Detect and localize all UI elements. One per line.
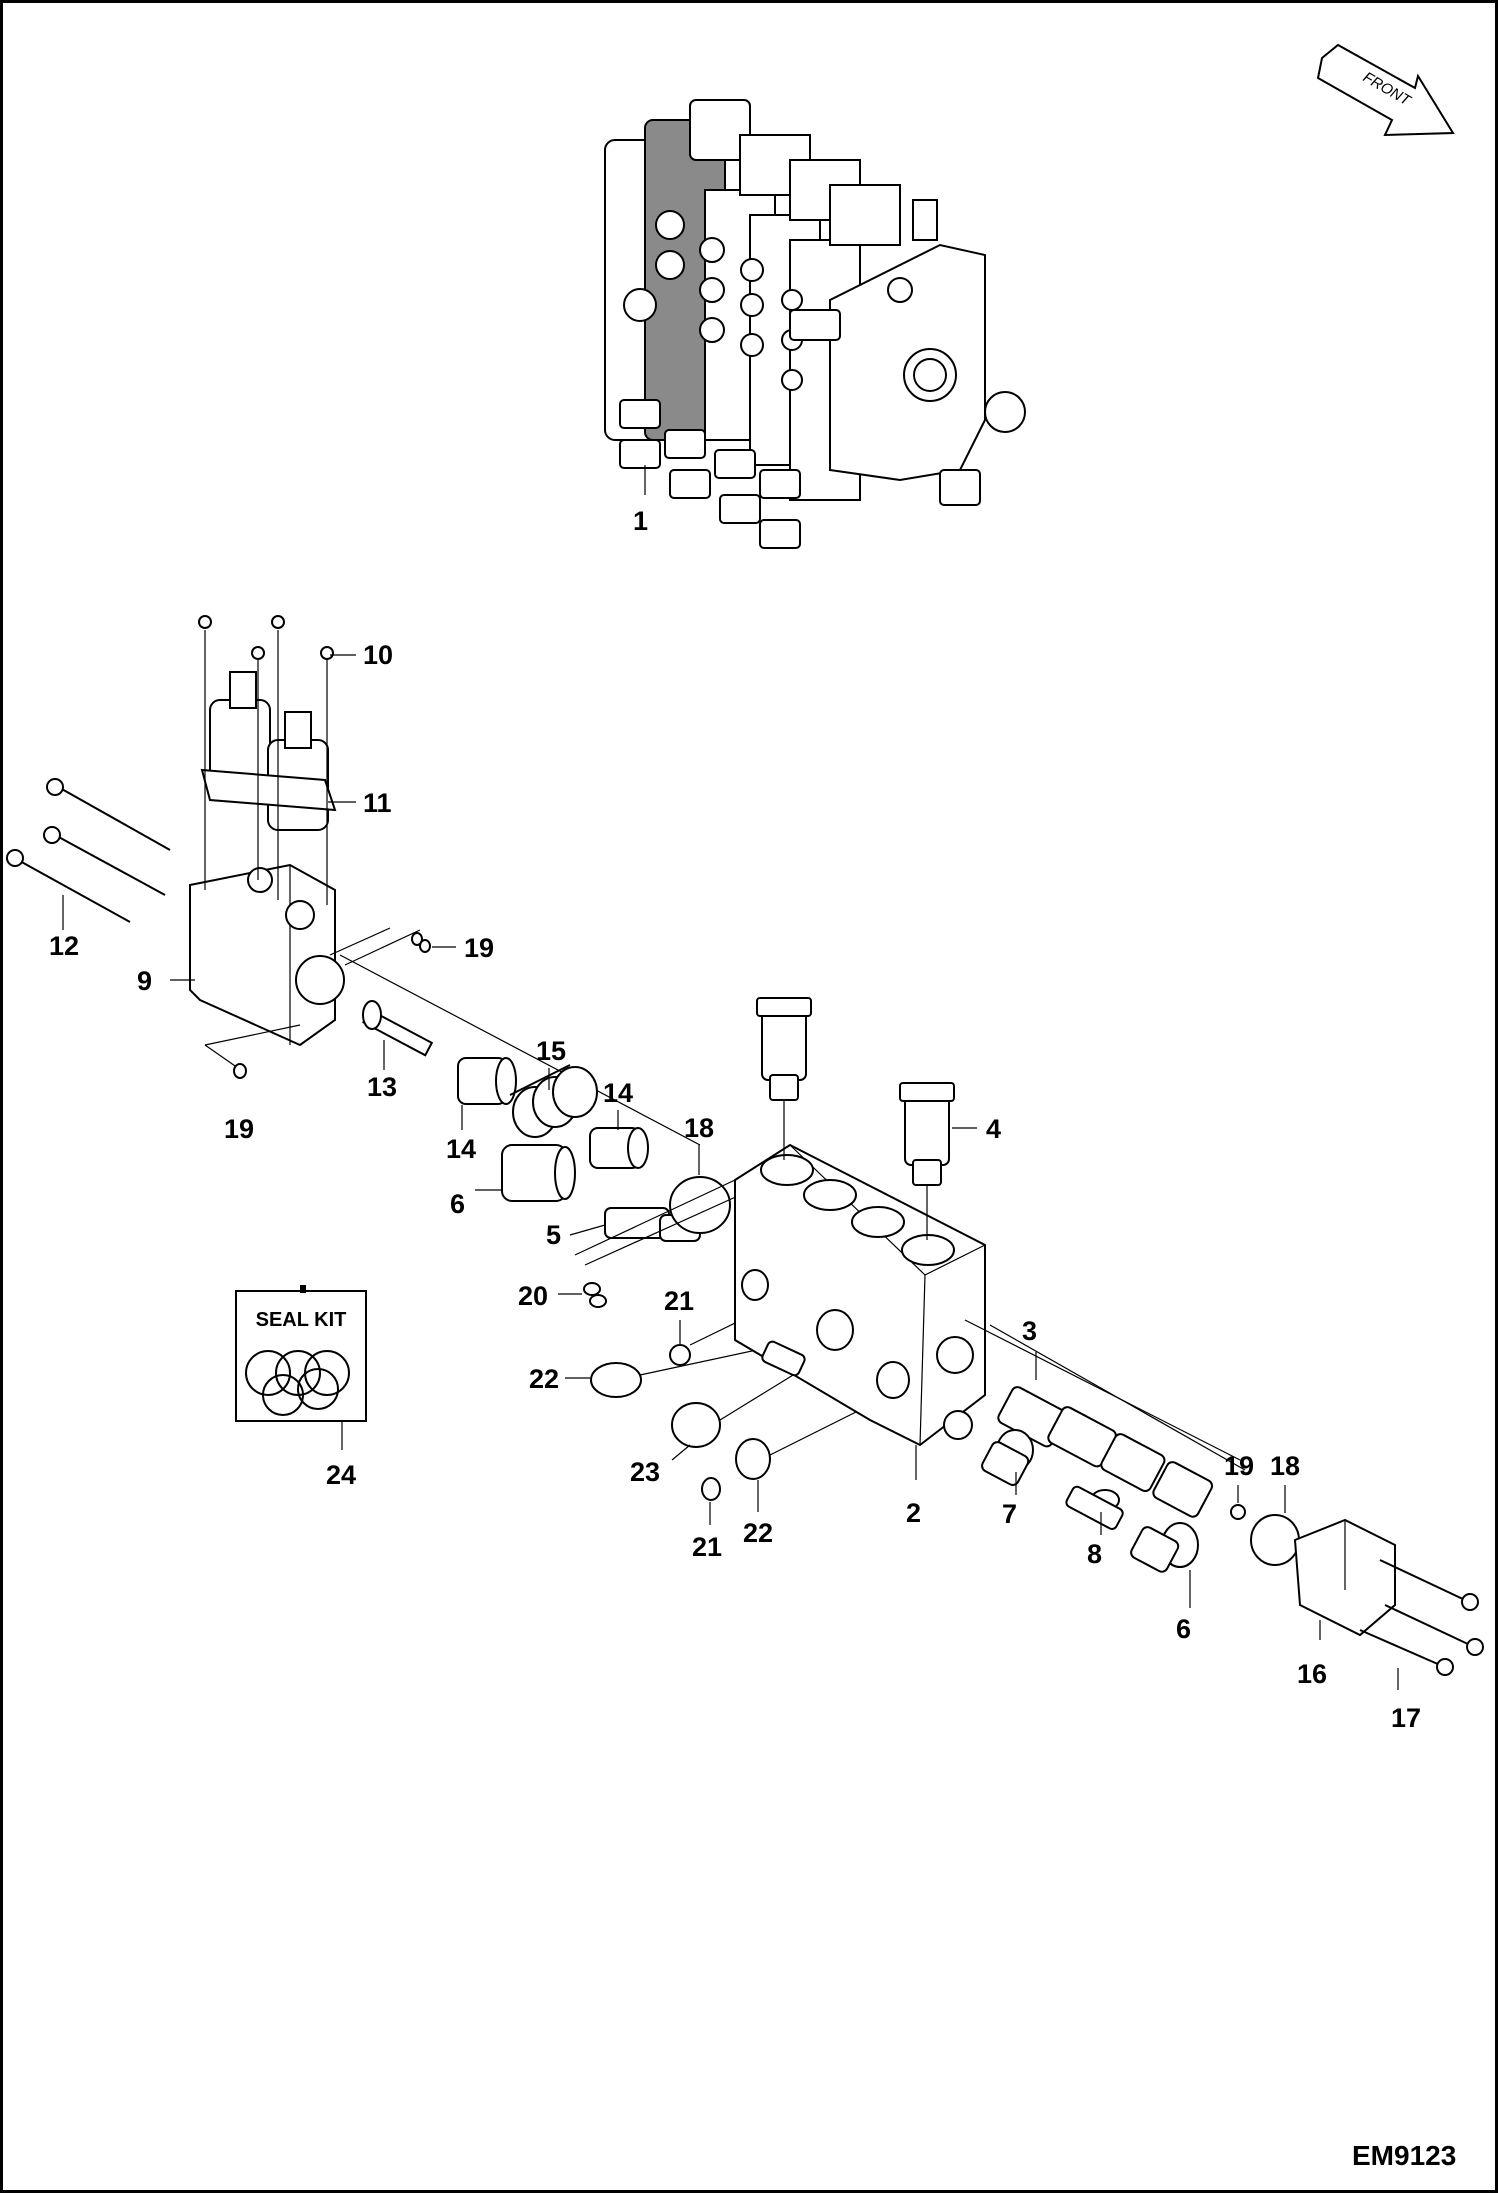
callout-18b: 18	[1270, 1451, 1300, 1481]
callout-4: 4	[986, 1114, 1001, 1144]
callout-10: 10	[363, 640, 393, 670]
callout-3: 3	[1022, 1316, 1037, 1346]
callout-18a: 18	[684, 1113, 714, 1143]
callout-15: 15	[536, 1036, 566, 1066]
callout-16: 16	[1297, 1659, 1327, 1689]
callout-21a: 21	[664, 1286, 694, 1316]
callout-8: 8	[1087, 1539, 1102, 1569]
callout-14a: 14	[603, 1078, 633, 1108]
spool-parts-illustration	[457, 1057, 881, 1501]
callout-13: 13	[367, 1072, 397, 1102]
solenoid-block-illustration	[6, 615, 701, 1146]
callout-5: 5	[546, 1220, 561, 1250]
front-direction-arrow: FRONT	[1316, 43, 1455, 137]
callout-12: 12	[49, 931, 79, 961]
seal-kit-label: SEAL KIT	[256, 1309, 347, 1331]
callout-24: 24	[326, 1460, 356, 1490]
callout-14b: 14	[446, 1134, 476, 1164]
callout-6b: 6	[1176, 1614, 1191, 1644]
callout-17: 17	[1391, 1703, 1421, 1733]
callout-21b: 21	[692, 1532, 722, 1562]
callout-7: 7	[1002, 1499, 1017, 1529]
callout-6a: 6	[450, 1189, 465, 1219]
callout-19a: 19	[464, 933, 494, 963]
valve-section-illustration	[734, 997, 986, 1480]
callout-22b: 22	[743, 1518, 773, 1548]
callout-9: 9	[137, 966, 152, 996]
callout-22a: 22	[529, 1364, 559, 1394]
drawing-code: EM9123	[1352, 2140, 1456, 2171]
callout-19b: 19	[224, 1114, 254, 1144]
callout-19c: 19	[1224, 1451, 1254, 1481]
seal-kit-box: SEAL KIT	[235, 1285, 367, 1450]
valve-assembly-illustration	[604, 99, 1026, 549]
right-parts-illustration	[964, 1319, 1484, 1690]
callout-20: 20	[518, 1281, 548, 1311]
callout-11: 11	[363, 788, 392, 818]
callout-23: 23	[630, 1457, 660, 1487]
callout-2: 2	[906, 1498, 921, 1528]
callout-1: 1	[633, 506, 648, 536]
